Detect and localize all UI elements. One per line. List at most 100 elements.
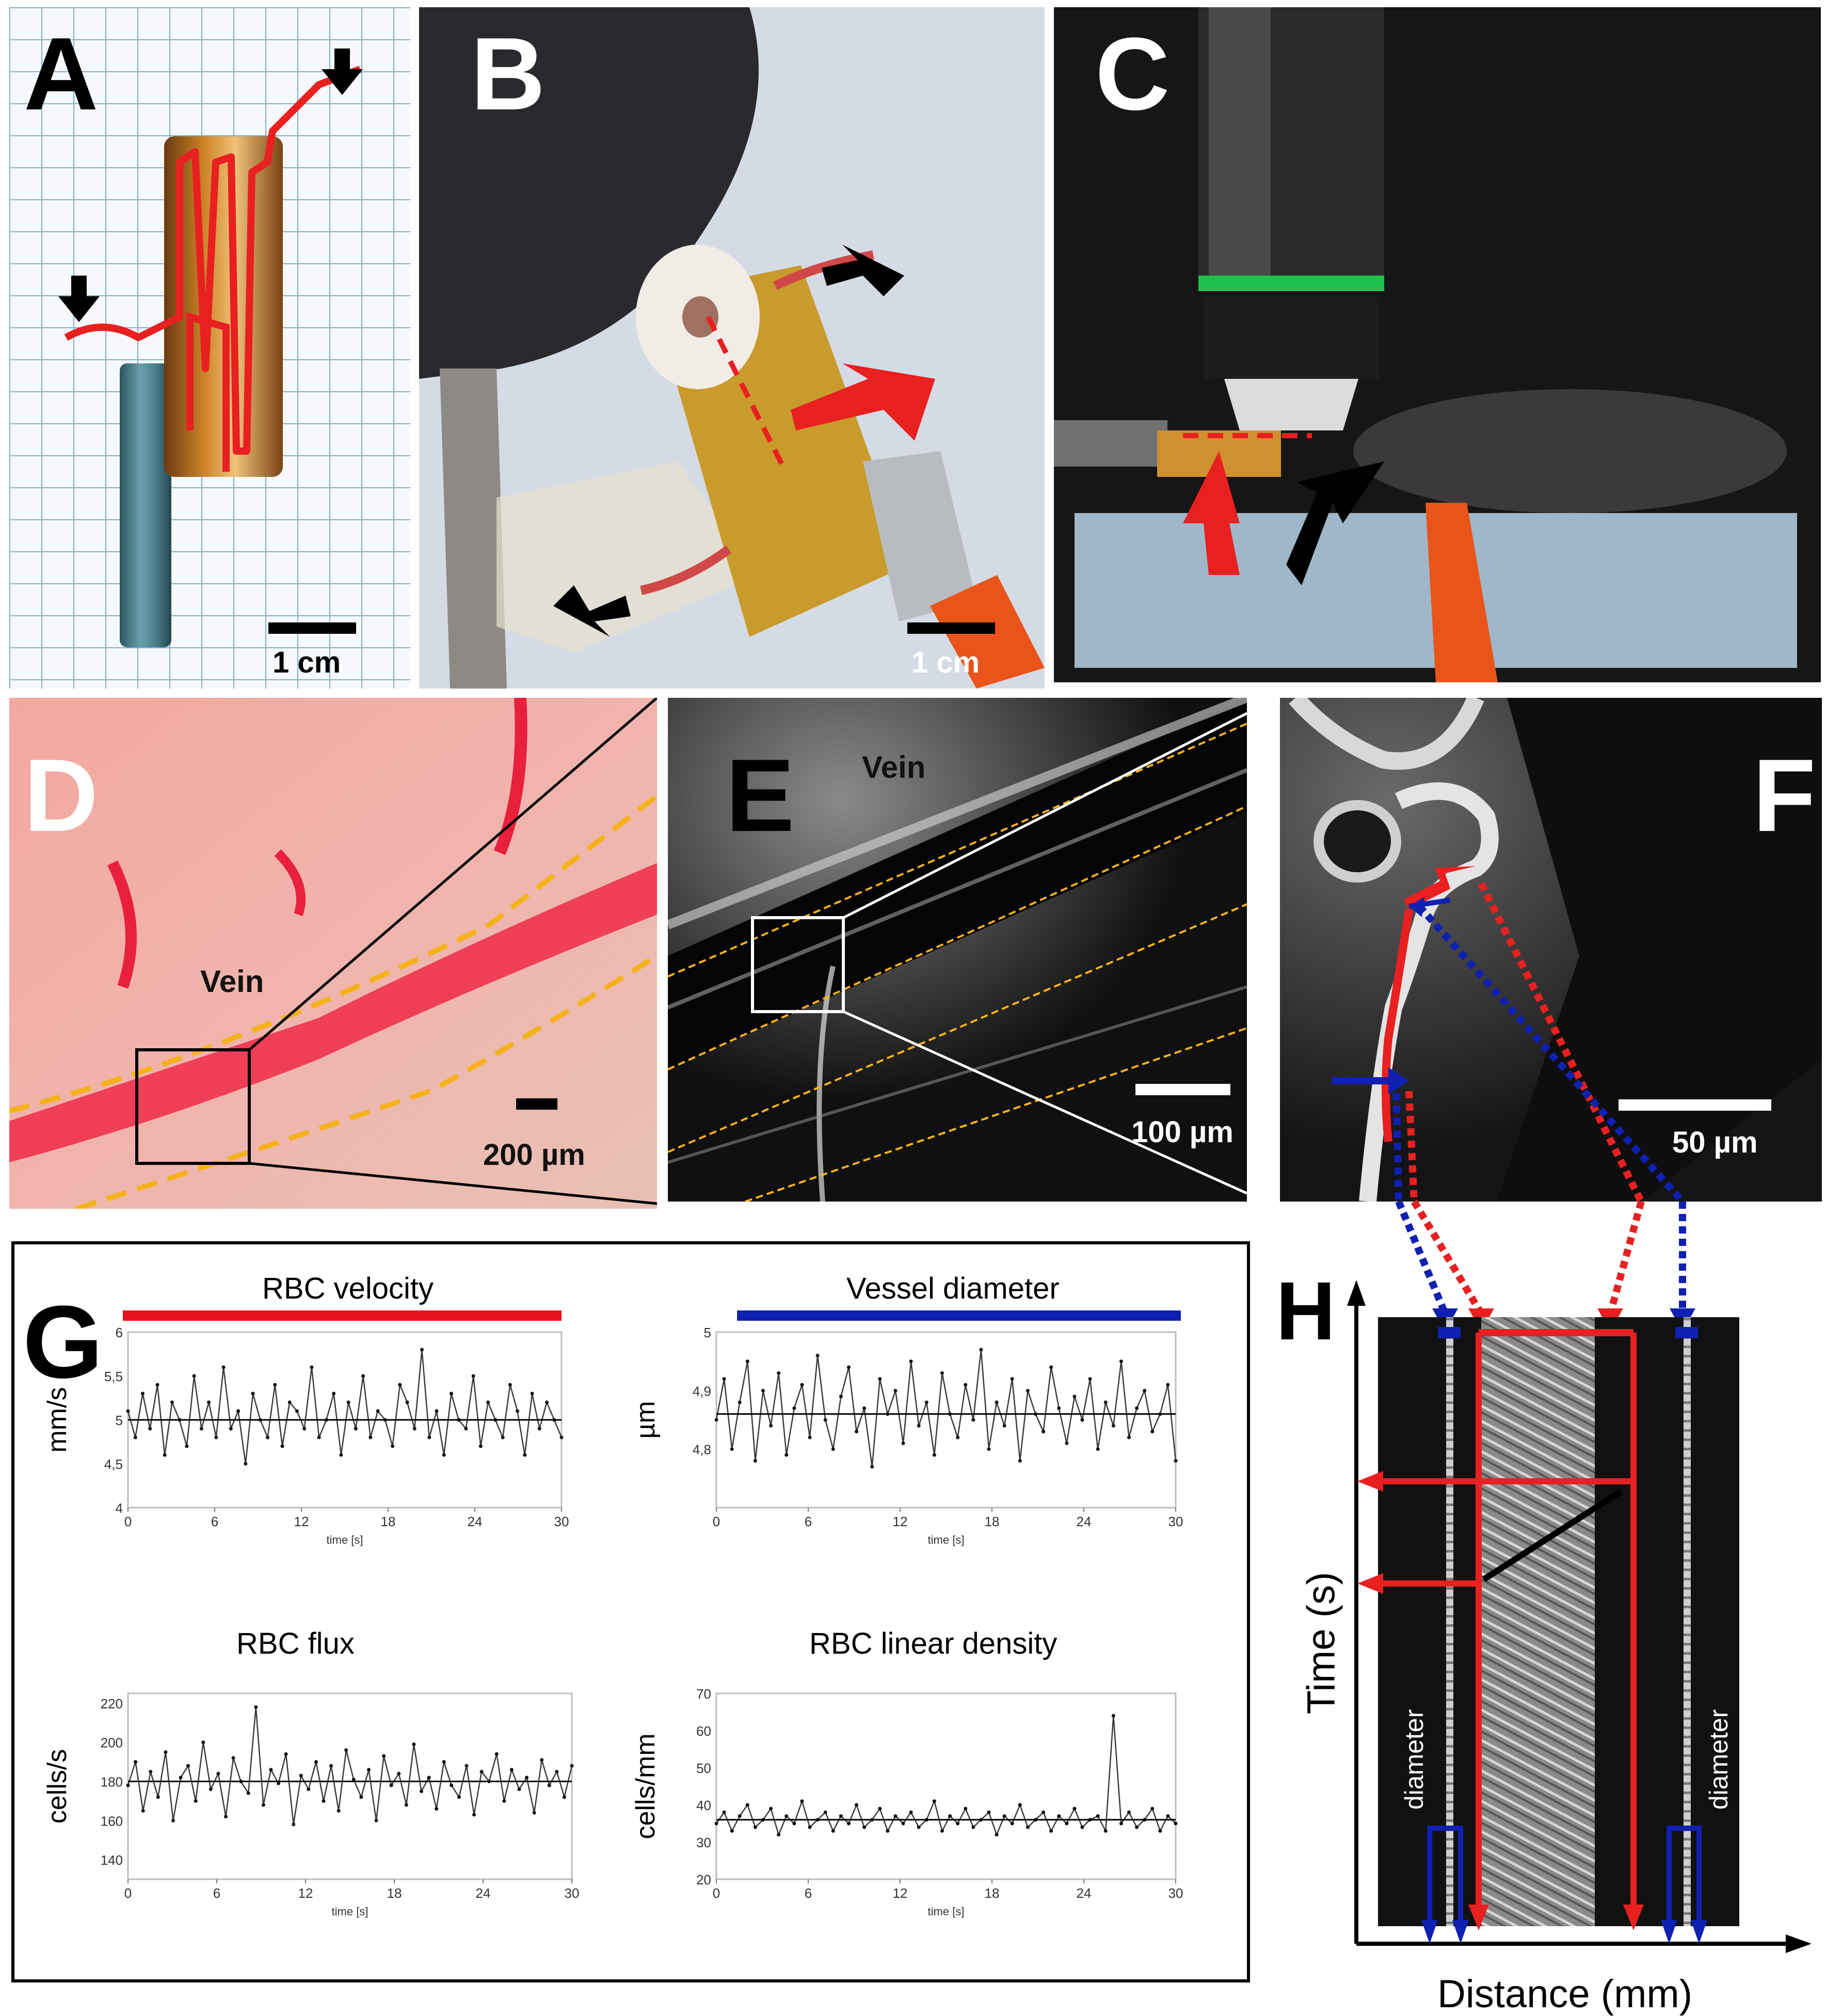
data-point	[855, 1803, 859, 1807]
h-x-axis-label: Distance (mm)	[1437, 1972, 1693, 2016]
x-tick-label: 0	[124, 1885, 132, 1901]
data-point	[486, 1400, 490, 1404]
y-tick-label: 4	[116, 1500, 123, 1516]
x-tick-label: 6	[211, 1514, 218, 1529]
data-point	[932, 1799, 936, 1803]
data-point	[186, 1764, 190, 1768]
data-point	[1119, 1359, 1123, 1364]
data-point	[808, 1435, 812, 1439]
data-point	[714, 1821, 718, 1826]
x-tick-label: 12	[893, 1885, 908, 1901]
data-point	[229, 1427, 233, 1431]
data-point	[956, 1435, 960, 1439]
data-point	[800, 1383, 804, 1387]
data-point	[354, 1427, 358, 1431]
y-tick-label: 180	[101, 1774, 123, 1790]
data-point	[753, 1459, 757, 1463]
data-point	[398, 1383, 402, 1387]
data-point	[878, 1377, 882, 1381]
data-point	[792, 1406, 796, 1410]
y-tick-label: 140	[101, 1852, 123, 1868]
data-point	[987, 1810, 991, 1814]
data-point	[209, 1787, 213, 1791]
plot-frame	[127, 1692, 573, 1880]
data-point	[987, 1447, 991, 1451]
data-point	[792, 1821, 796, 1826]
data-point	[216, 1771, 220, 1775]
data-point	[846, 1821, 851, 1826]
data-point	[1072, 1806, 1077, 1811]
data-point	[1174, 1459, 1178, 1463]
data-point	[1002, 1814, 1006, 1818]
data-point	[302, 1427, 307, 1431]
x-tick-label: 12	[298, 1885, 313, 1901]
data-point	[1103, 1400, 1108, 1404]
data-point	[374, 1818, 378, 1822]
data-point	[442, 1760, 446, 1764]
data-point	[266, 1435, 270, 1439]
data-point	[236, 1409, 241, 1413]
x-tick-label: 18	[985, 1885, 1000, 1901]
data-point	[1111, 1423, 1115, 1428]
data-point	[149, 1770, 153, 1774]
data-point	[738, 1814, 742, 1818]
data-point	[1042, 1430, 1046, 1434]
data-point	[273, 1383, 277, 1387]
data-point	[231, 1756, 235, 1760]
data-point	[133, 1435, 137, 1439]
data-point	[517, 1787, 521, 1791]
x-tick-label: 30	[1168, 1885, 1183, 1901]
data-point	[351, 1778, 356, 1782]
data-point	[420, 1348, 424, 1352]
data-point	[382, 1754, 386, 1758]
x-tick-label: 12	[294, 1514, 309, 1529]
series-line	[127, 1707, 573, 1825]
data-point	[1026, 1825, 1030, 1829]
data-point	[784, 1814, 789, 1818]
data-point	[1127, 1810, 1131, 1814]
data-point	[464, 1427, 468, 1431]
data-point	[971, 1825, 975, 1829]
data-point	[555, 1770, 559, 1774]
data-point	[540, 1758, 544, 1762]
data-point	[141, 1809, 145, 1813]
panel-c: C	[1054, 7, 1821, 682]
data-point	[1057, 1814, 1061, 1818]
data-point	[207, 1400, 211, 1404]
data-point	[893, 1814, 898, 1818]
x-tick-label: 0	[713, 1885, 720, 1901]
x-tick-label: 12	[893, 1514, 908, 1529]
x-tick-label: 30	[1168, 1514, 1183, 1529]
data-point	[435, 1807, 439, 1811]
scale-label-d: 200 µm	[483, 1138, 585, 1172]
data-point	[214, 1435, 218, 1439]
data-point	[1042, 1810, 1046, 1814]
data-point	[745, 1803, 749, 1807]
data-point	[508, 1383, 512, 1387]
data-point	[1057, 1406, 1061, 1410]
data-point	[769, 1806, 773, 1811]
y-axis-label: cells/mm	[631, 1733, 661, 1839]
data-point	[901, 1441, 905, 1445]
panel-label-e: E	[726, 738, 795, 853]
x-tick-label: 18	[381, 1514, 396, 1529]
y-tick-label: 40	[696, 1798, 711, 1813]
data-point	[878, 1806, 882, 1811]
data-point	[537, 1427, 541, 1431]
vein-label-e: Vein	[862, 750, 926, 785]
data-point	[722, 1377, 726, 1381]
data-point	[1111, 1714, 1115, 1718]
data-point	[1010, 1821, 1014, 1826]
x-axis-label: time [s]	[327, 1533, 363, 1546]
data-point	[995, 1400, 999, 1404]
y-tick-label: 220	[101, 1696, 123, 1711]
data-point	[479, 1770, 484, 1774]
chart-title-velocity: RBC velocity	[262, 1272, 434, 1305]
panel-label-g: G	[23, 1285, 103, 1400]
data-point	[1103, 1829, 1108, 1833]
data-point	[1080, 1418, 1084, 1422]
data-point	[1026, 1388, 1030, 1393]
data-point	[254, 1705, 258, 1709]
diameter-color-bar	[737, 1310, 1181, 1321]
